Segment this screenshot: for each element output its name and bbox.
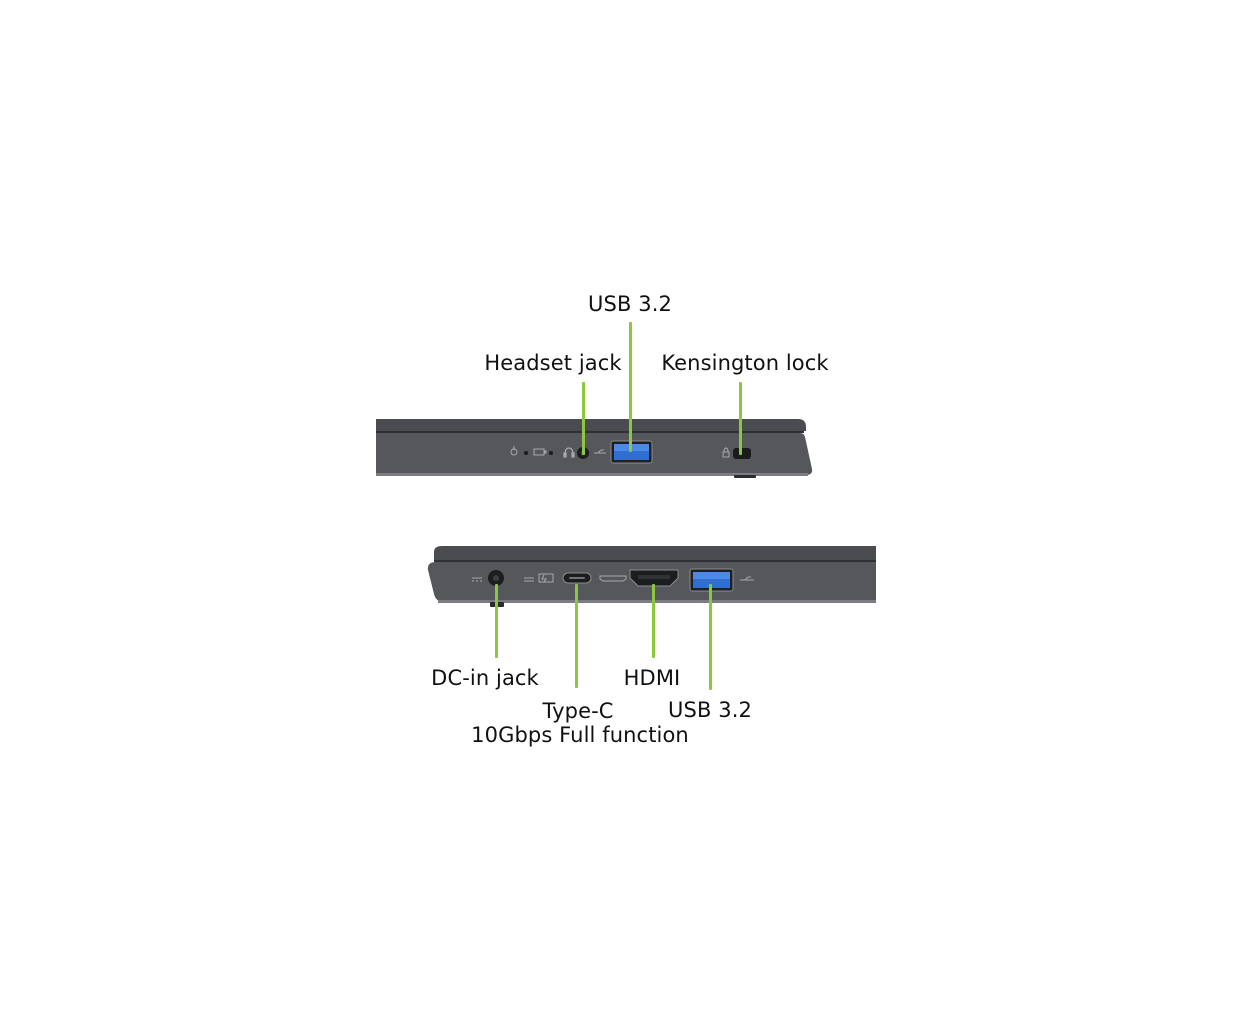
kensington-lock-slot xyxy=(733,448,751,459)
callout-line-hdmi xyxy=(652,584,655,658)
label-usb-top: USB 3.2 xyxy=(588,292,672,316)
usb-symbol-icon xyxy=(740,576,754,581)
label-type-c: Type-C xyxy=(542,699,614,723)
label-hdmi: HDMI xyxy=(623,666,681,690)
type-c-port xyxy=(562,572,592,584)
headset-icon xyxy=(563,447,575,458)
hdmi-port xyxy=(629,569,679,587)
thunderbolt-symbol-icon xyxy=(524,573,554,583)
power-led-dot xyxy=(524,451,528,455)
callout-line-usb-bottom xyxy=(709,584,712,690)
label-type-c-speed: 10Gbps Full function xyxy=(471,723,689,747)
battery-led-icon xyxy=(533,448,547,456)
label-headset-jack: Headset jack xyxy=(484,351,622,375)
label-kensington-lock: Kensington lock xyxy=(661,351,829,375)
laptop-right-side-view xyxy=(376,419,813,478)
battery-led-dot xyxy=(549,451,553,455)
laptop-lid xyxy=(376,419,806,431)
hdmi-symbol-icon xyxy=(599,575,627,582)
laptop-foot xyxy=(734,475,756,478)
power-led-icon xyxy=(510,446,518,456)
dc-in-symbol-icon xyxy=(472,577,482,582)
label-usb-bottom: USB 3.2 xyxy=(668,698,752,722)
laptop-lid xyxy=(434,546,876,560)
callout-line-dc-in xyxy=(495,584,498,658)
laptop-base xyxy=(376,433,813,475)
callout-line-usb-top xyxy=(629,322,632,452)
laptop-left-side-view xyxy=(427,546,876,607)
callout-line-kensington xyxy=(739,382,742,455)
lock-symbol-icon xyxy=(722,447,730,458)
usb-a-port-bottom xyxy=(689,568,734,592)
usb-symbol-icon xyxy=(594,449,606,454)
callout-line-type-c xyxy=(575,584,578,688)
label-dc-in-jack: DC-in jack xyxy=(431,666,539,690)
callout-line-headset xyxy=(582,382,585,455)
